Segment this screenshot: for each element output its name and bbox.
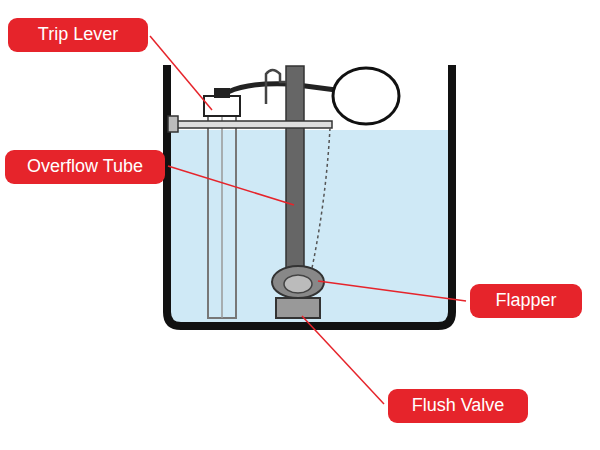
callout-text: Trip Lever — [38, 25, 118, 45]
callout-label: Trip Lever — [8, 18, 148, 52]
leader-line — [302, 316, 384, 404]
callout-label: Flush Valve — [388, 389, 528, 423]
overflow-tube-pipe — [286, 66, 304, 276]
lift-chain — [312, 128, 330, 268]
fill-valve-tube — [208, 112, 236, 318]
callout-label: Flapper — [470, 284, 582, 318]
callout-text: Overflow Tube — [27, 157, 143, 177]
flapper-disc — [272, 266, 324, 298]
flush-valve-body — [276, 298, 320, 318]
trip-lever-arm — [176, 121, 332, 128]
fill-valve-inner — [221, 112, 223, 318]
leader-line — [168, 166, 294, 205]
callout-text: Flapper — [495, 291, 556, 311]
leader-line — [150, 36, 212, 110]
float-arm — [228, 84, 336, 92]
flapper-center — [284, 275, 312, 293]
float-ball — [333, 68, 399, 124]
leader-line — [318, 281, 466, 301]
callout-text: Flush Valve — [412, 396, 505, 416]
trip-lever-handle — [168, 116, 178, 132]
callout-label: Overflow Tube — [5, 150, 165, 184]
refill-tube — [266, 70, 287, 104]
tank-wall — [167, 65, 452, 326]
